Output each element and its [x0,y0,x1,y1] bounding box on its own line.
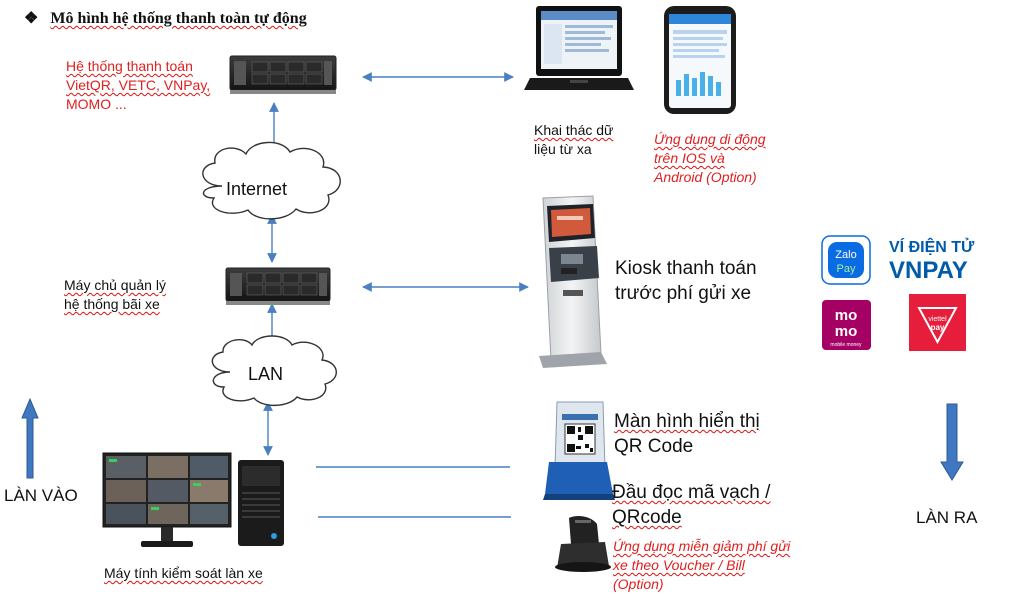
internet-label: Internet [226,179,288,199]
lane-out-arrow-icon [940,403,964,481]
management-server-line2: hệ thống bãi xe [64,296,160,312]
momo-logo: mo mo mobile money [822,300,871,350]
lane-out-label: LÀN RA [916,508,978,527]
remote-access-line2: liệu từ xa [534,141,592,157]
mobile-app-line1: Ứng dụng di động [654,131,766,147]
viettelpay-logo: viettel pay [909,294,966,351]
kiosk-line2: trước phí gửi xe [615,283,752,304]
barcode-reader-line2: QRcode [612,507,682,528]
payment-server-label: Hệ thống thanh toán VietQR, VETC, VNPay,… [66,57,210,114]
svg-text:mo: mo [835,323,858,340]
management-server-icon [225,267,331,305]
barcode-scanner-icon [555,516,611,572]
payment-server-line1: Hệ thống thanh toán [66,58,193,74]
mobile-app-line3: Android (Option) [654,169,757,185]
diagram-title: ❖ Mô hình hệ thống thanh toàn tự động [24,8,307,28]
remote-access-line1: Khai thác dữ [534,122,614,138]
qr-display-line2: QR Code [614,436,694,457]
svg-text:viettel: viettel [928,316,947,323]
qr-display-icon [543,401,615,500]
qr-display-line1: Màn hình hiển thị [614,411,760,432]
svg-text:mobile money: mobile money [830,342,862,348]
title-text: Mô hình hệ thống thanh toàn tự động [50,10,307,27]
barcode-reader-line1: Đầu đọc mã vạch / [612,482,771,503]
kiosk-icon [539,195,607,368]
svg-text:pay: pay [931,323,945,332]
svg-text:Zalo: Zalo [835,249,856,261]
payment-server-icon [229,55,337,94]
voucher-app-line1: Ứng dụng miễn giảm phí gửi [613,538,791,554]
lane-monitor-icon [102,452,232,547]
mobile-app-line2: trên IOS và [654,150,725,166]
mobile-app-label: Ứng dụng di động trên IOS và Android (Op… [654,130,766,187]
svg-text:Pay: Pay [837,263,856,275]
svg-text:mo: mo [835,307,858,324]
voucher-app-label: Ứng dụng miễn giảm phí gửi xe theo Vouch… [613,537,790,594]
lane-in-arrow-icon [21,397,39,479]
zalopay-logo: Zalo Pay [821,235,871,285]
svg-text:VÍ ĐIỆN TỬ: VÍ ĐIỆN TỬ [889,237,975,256]
lane-in-label: LÀN VÀO [4,486,78,505]
bullet-icon: ❖ [24,10,39,27]
management-server-label: Máy chủ quản lý hệ thống bãi xe [64,276,166,314]
payment-server-line3: MOMO ... [66,96,127,112]
barcode-reader-label: Đầu đọc mã vạch / QRcode [612,480,770,530]
internet-cloud-icon [202,141,341,220]
lan-label: LAN [248,364,284,384]
vnpay-logo: VÍ ĐIỆN TỬ VNPAY [889,237,975,284]
kiosk-line1: Kiosk thanh toán [615,258,757,279]
svg-text:VNPAY: VNPAY [889,257,968,284]
payment-server-line2: VietQR, VETC, VNPay, [66,77,211,93]
voucher-app-line3: (Option) [613,576,664,592]
management-server-line1: Máy chủ quản lý [64,277,166,293]
lane-pc-label: Máy tính kiểm soát làn xe [104,564,263,583]
phone-icon [664,6,736,114]
kiosk-label: Kiosk thanh toán trước phí gửi xe [615,256,757,306]
pc-tower-icon [238,460,284,546]
remote-access-label: Khai thác dữ liệu từ xa [534,121,613,159]
lan-cloud-icon [211,335,337,407]
lane-pc-text: Máy tính kiểm soát làn xe [104,565,263,581]
voucher-app-line2: xe theo Voucher / Bill [613,557,745,573]
qr-display-label: Màn hình hiển thị QR Code [614,409,760,459]
connection-arrows [263,72,529,518]
laptop-icon [524,6,634,90]
